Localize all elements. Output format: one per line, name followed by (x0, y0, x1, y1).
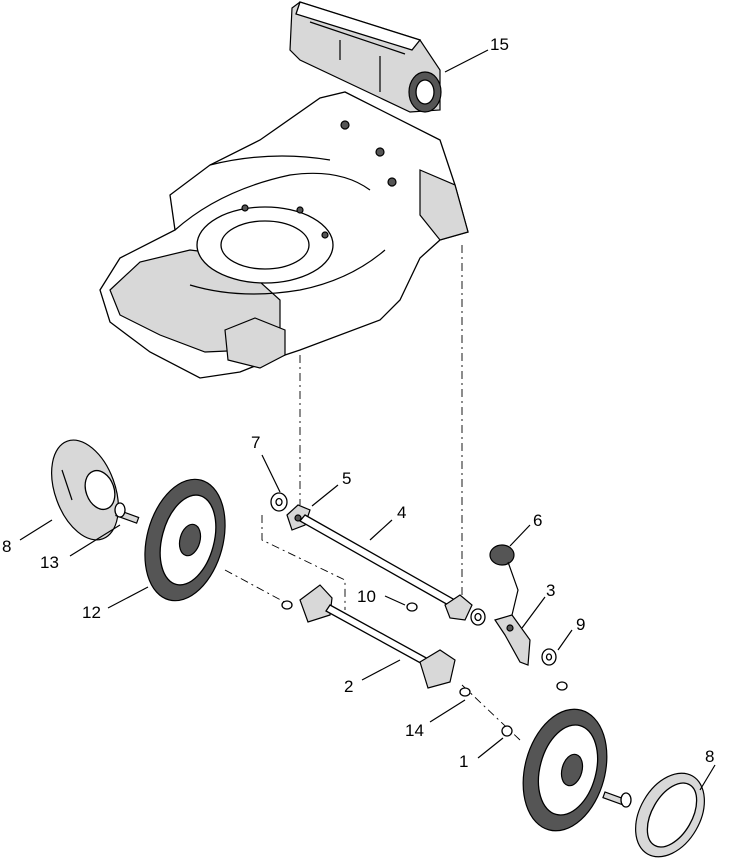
part-wheel-right (522, 708, 608, 832)
part-hubcap-8-left (51, 439, 119, 541)
callout-3: 3 (546, 581, 555, 600)
callout-5: 5 (342, 469, 351, 488)
part-wheel-12 (144, 478, 226, 602)
callout-13: 13 (40, 553, 59, 572)
part-handle-15 (289, 1, 442, 113)
callout-8-left: 8 (2, 537, 11, 556)
callout-4: 4 (397, 503, 406, 522)
callout-14: 14 (405, 721, 424, 740)
part-washer-7 (270, 492, 288, 512)
part-hubcap-8-right (635, 772, 705, 858)
callout-10: 10 (357, 587, 376, 606)
callout-2: 2 (344, 677, 353, 696)
callout-1: 1 (459, 752, 468, 771)
callout-12: 12 (82, 603, 101, 622)
callout-7: 7 (251, 433, 260, 452)
part-axle-bracket-right (444, 594, 486, 626)
part-knob-6 (489, 544, 519, 616)
part-bolt-right (602, 791, 632, 808)
leader-lines (19, 49, 716, 791)
part-washer-9 (541, 648, 568, 691)
callout-9: 9 (576, 615, 585, 634)
part-mower-deck (99, 91, 469, 379)
part-bolt-13 (114, 502, 140, 524)
callout-6: 6 (533, 511, 542, 530)
callout-15: 15 (490, 35, 509, 54)
callout-8-right: 8 (705, 747, 714, 766)
part-front-axle-2 (281, 584, 471, 697)
part-nut-10 (406, 602, 418, 612)
part-lever-3 (494, 614, 531, 666)
part-washer-1 (501, 725, 513, 737)
